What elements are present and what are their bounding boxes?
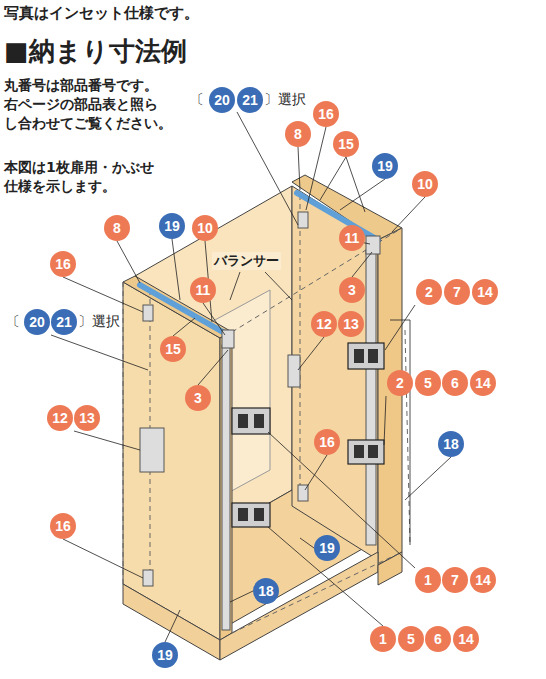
callout-number: 11 (339, 225, 365, 251)
callout-number: 21 (51, 309, 77, 335)
callout-number: 19 (372, 153, 398, 179)
callout-number: 13 (74, 405, 100, 431)
note-text: 写真はインセット仕様です。 (4, 4, 199, 23)
callout-number: 16 (50, 513, 76, 539)
callout-number: 2 (387, 370, 413, 396)
callout-number: 8 (104, 215, 130, 241)
callout-number: 14 (453, 626, 479, 652)
callout-number: 10 (412, 171, 438, 197)
callout-number: 19 (159, 213, 185, 239)
callout-number: 16 (314, 429, 340, 455)
title: ■納まり寸法例 (4, 34, 187, 69)
callout-number: 11 (190, 277, 216, 303)
callout-number: 3 (185, 385, 211, 411)
callout-number: 7 (444, 279, 470, 305)
callout-number: 12 (47, 405, 73, 431)
callout-number: 18 (438, 431, 464, 457)
callout-number: 1 (370, 626, 396, 652)
bracket-text: 〔 (6, 313, 20, 331)
callout-number: 16 (50, 251, 76, 277)
callout-number: 12 (311, 311, 337, 337)
callout-number: 2 (416, 279, 442, 305)
note-text: 丸番号は部品番号です。 右ページの部品表と照ら し合わせてご覧ください。 (4, 76, 194, 133)
callout-number: 19 (314, 535, 340, 561)
callout-number: 16 (313, 101, 339, 127)
callout-number: 15 (333, 131, 359, 157)
callout-number: 1 (415, 567, 441, 593)
callout-number: 5 (415, 370, 441, 396)
callout-number: 10 (192, 215, 218, 241)
part-label: バランサー (212, 252, 281, 270)
note-text: 本図は1枚扉用・かぶせ 仕様を示します。 (4, 158, 194, 196)
bracket-text: 〕選択 (264, 91, 306, 109)
callout-number: 6 (425, 626, 451, 652)
callout-number: 13 (338, 311, 364, 337)
callout-number: 19 (152, 642, 178, 668)
callout-number: 8 (285, 121, 311, 147)
callout-number: 21 (237, 87, 263, 113)
callout-number: 14 (470, 567, 496, 593)
callout-number: 7 (442, 567, 468, 593)
callout-number: 20 (209, 87, 235, 113)
callout-number: 14 (470, 370, 496, 396)
callout-number: 3 (339, 277, 365, 303)
bracket-text: 〔 (190, 91, 204, 109)
callout-number: 20 (24, 309, 50, 335)
callout-number: 15 (160, 336, 186, 362)
bracket-text: 〕選択 (78, 313, 120, 331)
callout-number: 6 (442, 370, 468, 396)
callout-number: 5 (398, 626, 424, 652)
callout-number: 18 (253, 578, 279, 604)
callout-number: 14 (472, 279, 498, 305)
